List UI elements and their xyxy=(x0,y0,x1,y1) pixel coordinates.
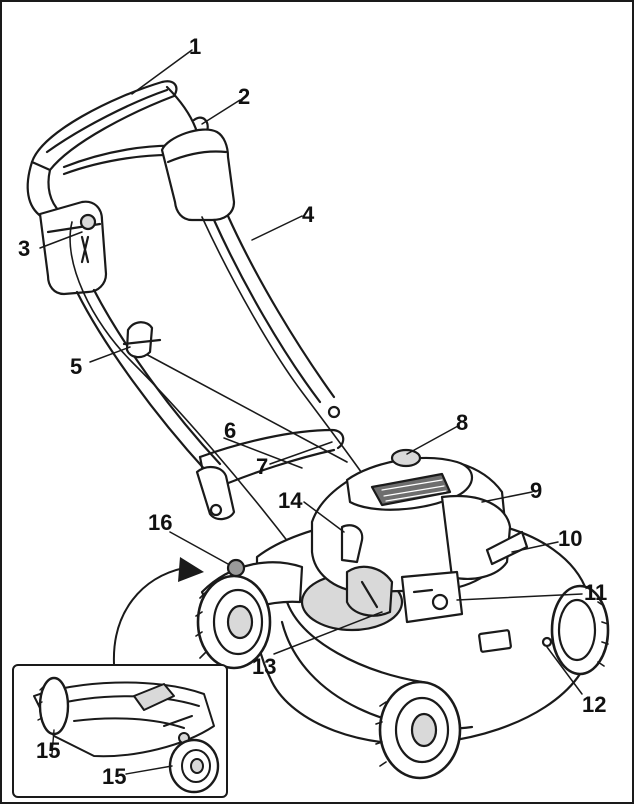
callout-7: 7 xyxy=(256,454,269,479)
callout-14: 14 xyxy=(278,488,303,513)
left-control-box xyxy=(38,200,108,296)
handle-lower-tubes xyxy=(69,214,383,548)
lower-pivot xyxy=(195,405,341,521)
callout-1: 1 xyxy=(189,34,202,59)
callout-10: 10 xyxy=(558,526,583,551)
rear-right-wheel xyxy=(550,584,610,676)
callout-8: 8 xyxy=(456,410,469,435)
detail-inset xyxy=(12,664,228,798)
callout-12: 12 xyxy=(582,692,607,717)
callout-3: 3 xyxy=(18,236,31,261)
callout-2: 2 xyxy=(238,84,251,109)
callout-5: 5 xyxy=(70,354,83,379)
height-adjust-marker xyxy=(226,558,246,578)
pointer-arrow xyxy=(112,557,204,665)
engine xyxy=(310,448,529,624)
callout-15-right: 15 xyxy=(102,764,127,789)
callout-11: 11 xyxy=(584,580,608,605)
callout-6: 6 xyxy=(224,418,237,443)
handle-clamp-5 xyxy=(122,321,162,359)
handlebar xyxy=(26,80,199,219)
leader-lines xyxy=(39,49,583,695)
callout-16: 16 xyxy=(148,510,173,535)
rear-left-wheel xyxy=(195,574,272,670)
front-wheel xyxy=(375,680,462,780)
inset-illustration xyxy=(33,676,220,794)
callout-9: 9 xyxy=(530,478,543,503)
callout-4: 4 xyxy=(302,202,315,227)
callout-13: 13 xyxy=(252,654,277,679)
callout-15-left: 15 xyxy=(36,738,61,763)
arrowhead-icon xyxy=(178,557,204,582)
right-control-box xyxy=(160,128,236,222)
